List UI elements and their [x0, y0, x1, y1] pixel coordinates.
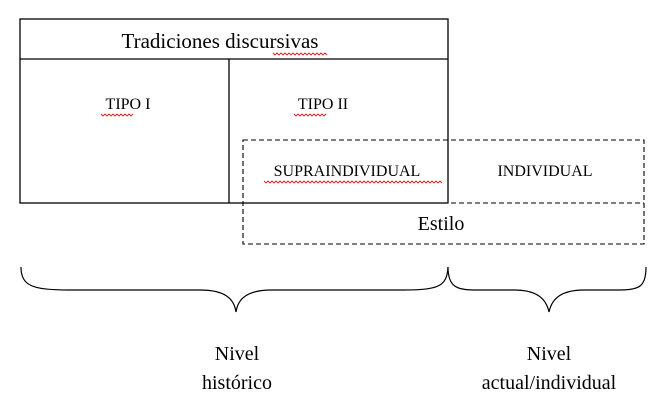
tipo-ii-spellcheck-underline — [293, 113, 327, 117]
supraindividual-spellcheck-underline — [263, 180, 443, 184]
tipo-i-label: TIPO I — [106, 96, 151, 113]
dashed-style-frame — [242, 139, 645, 245]
diagram-title: Tradiciones discursivas — [122, 29, 319, 53]
tipo-i-spellcheck-underline — [100, 113, 134, 117]
tipo-ii-label: TIPO II — [298, 96, 348, 113]
title-spellcheck-underline — [272, 52, 328, 56]
actual-level-label-line1: Nivel — [527, 343, 572, 365]
actual-level-brace — [447, 266, 647, 313]
individual-label: INDIVIDUAL — [497, 163, 592, 180]
historic-level-brace — [20, 266, 449, 313]
actual-level-label-line2: actual/individual — [482, 372, 617, 394]
historic-level-label-line1: Nivel — [215, 343, 260, 365]
outer-frame — [19, 18, 449, 204]
estilo-label: Estilo — [418, 213, 465, 235]
supraindividual-label: SUPRAINDIVIDUAL — [274, 163, 421, 180]
historic-level-label-line2: histórico — [202, 372, 272, 394]
